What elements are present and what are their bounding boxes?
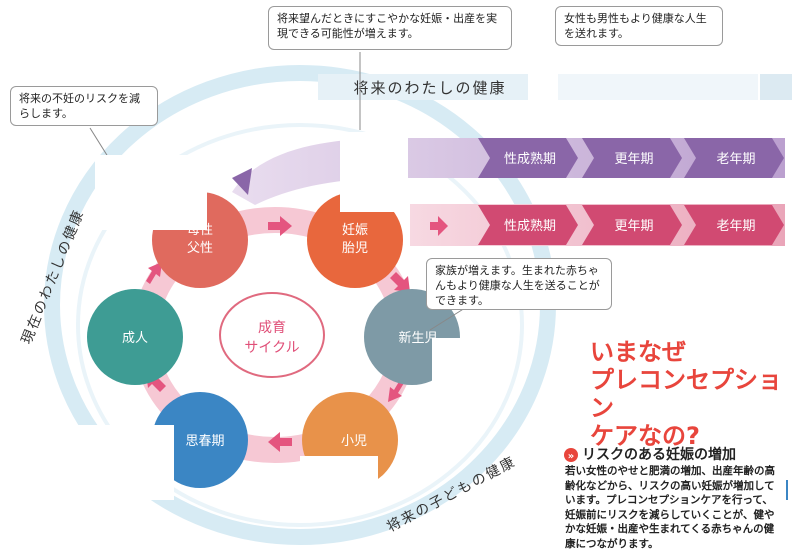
redacted-area-2 [150,208,200,222]
lower-stage-label: 更年期 [614,219,653,234]
upper-stage-label: 更年期 [614,152,653,167]
upper-stage-chevron [478,138,578,178]
lower-stage-label: 老年期 [716,219,755,234]
node-adolescent [152,392,248,488]
cycle-center [219,292,325,378]
pregnancy-label-2: 胎児 [342,241,368,256]
headline-line-3: ケアなの? [590,422,700,450]
adult-label: 成人 [122,331,148,346]
purple-arrow-head [232,168,252,195]
inner-health-ring [76,123,524,527]
headline: いまなぜ プレコンセプション ケアなの? [590,338,790,450]
lower-stage-chevron [478,205,578,245]
pregnancy-label-1: 妊娠 [342,223,368,238]
cycle-center-line2: サイクル [244,340,299,356]
upper-stage-label: 老年期 [716,152,755,167]
callout-future-pregnancy: 将来望んだときにすこやかな妊娠・出産を実現できる可能性が増えます。 [268,6,512,50]
upper-stage-chevron [582,138,682,178]
risk-title: リスクのある妊娠の増加 [582,447,736,463]
callout-infertility-risk: 将来の不妊のリスクを減らします。 [10,86,158,126]
svg-text:»: » [568,451,574,462]
redacted-area-5 [78,425,174,500]
node-pregnancy [307,192,403,288]
headline-line-1: いまなぜ [590,338,686,366]
redacted-area-6 [300,456,378,496]
redacted-area-3 [340,132,408,212]
upper-stage-chevron [684,138,784,178]
adolescent-label: 思春期 [185,434,224,449]
parent-label-2: 父性 [187,241,213,256]
upper-stage-label: 性成熟期 [504,151,556,167]
future-health-label: 将来のわたしの健康 [353,79,506,97]
headline-line-2: プレコンセプション [590,366,782,422]
lower-stage-label: 性成熟期 [504,218,556,234]
risk-body: 若い女性のやせと肥満の増加、出産年齢の高齢化などから、リスクの高い妊娠が増加して… [565,465,775,550]
future-health-band [318,74,528,100]
children-health-label: 将来の子どもの健康 [384,453,519,536]
callout-family-grows: 家族が増えます。生まれた赤ちゃんもより健康な人生を送ることができます。 [426,258,612,310]
node-adult [87,289,183,385]
newborn-label: 新生児 [398,330,437,346]
child-label: 小児 [341,434,367,449]
cycle-center-line1: 成育 [258,320,286,336]
lower-stage-chevron [684,205,784,245]
lower-stage-chevron [582,205,682,245]
callout-healthier-life: 女性も男性もより健康な人生を送れます。 [555,6,723,46]
risk-chevron-icon [564,448,578,462]
redacted-area-4 [432,338,494,408]
